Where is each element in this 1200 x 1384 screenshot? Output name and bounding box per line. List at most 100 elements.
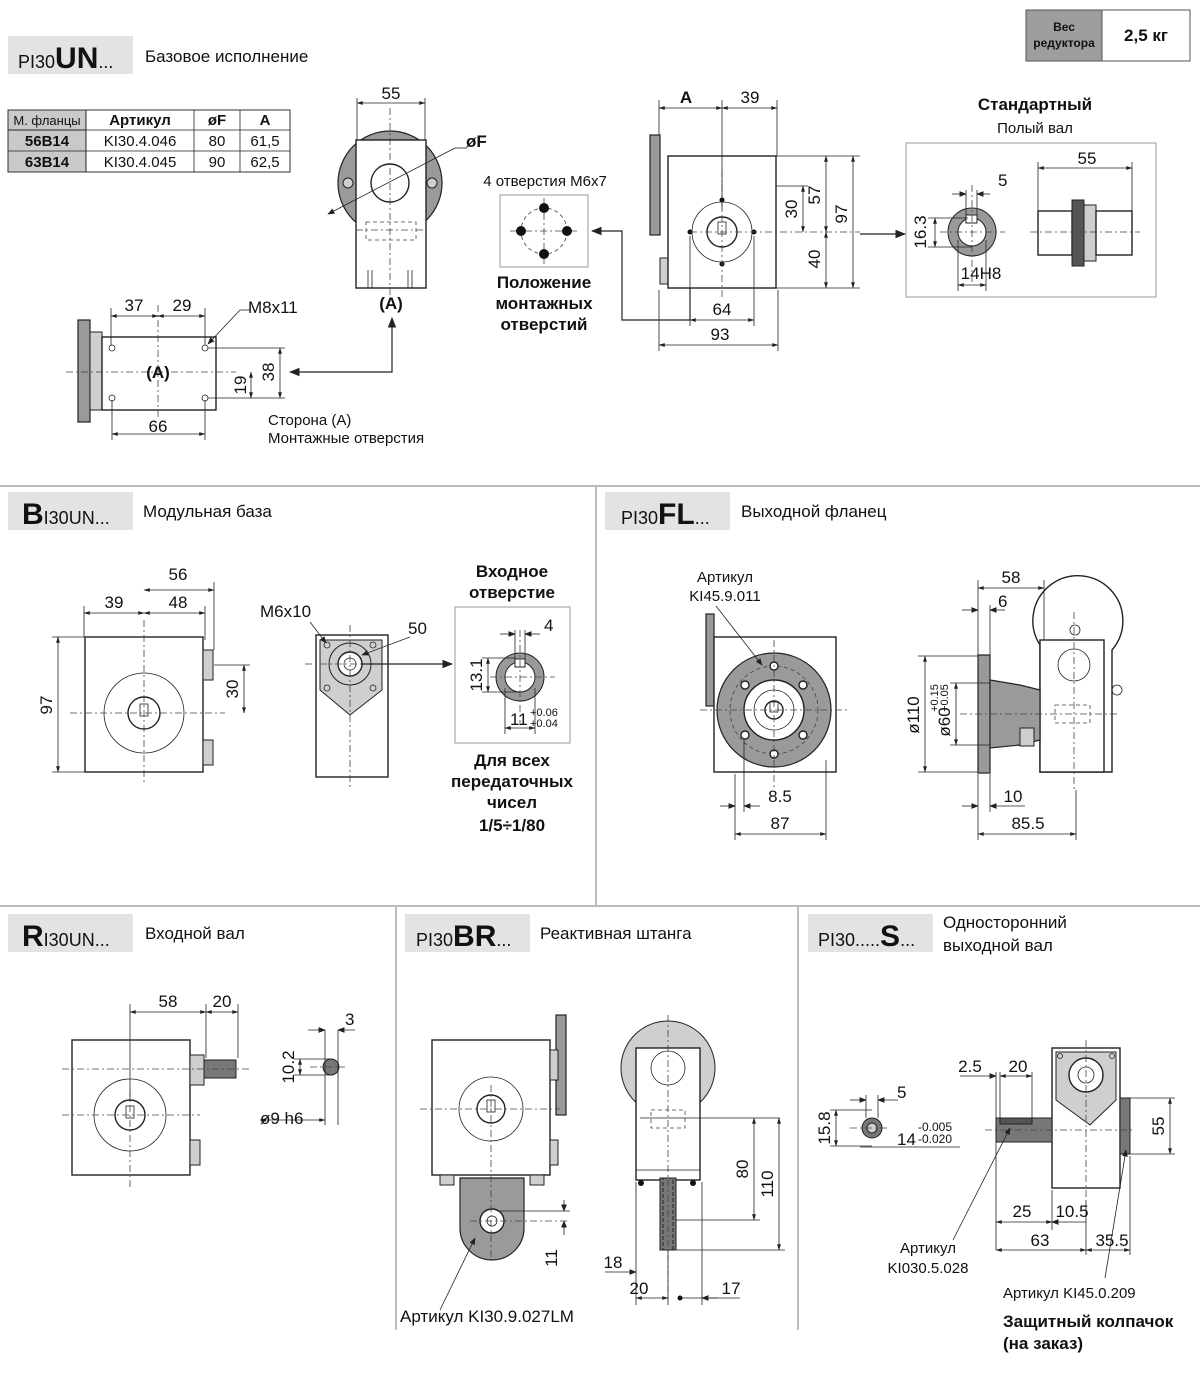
dim-label: 30 bbox=[782, 200, 801, 219]
b-front-view: 39 48 56 97 30 bbox=[37, 565, 250, 785]
section-separators bbox=[0, 485, 1200, 1330]
b-inlet-box: Входное отверстие 13.1 4 11 +0.06 +0.04 … bbox=[451, 562, 574, 835]
dim-label: 63 bbox=[1031, 1231, 1050, 1250]
svg-text:RI30UN...: RI30UN... bbox=[22, 920, 110, 953]
un-side-a-view: (A) 37 29 M8x11 66 19 38 Сторона (A) Мон… bbox=[66, 296, 424, 447]
flange-table: М. фланцы Артикул øF A 56B14 KI30.4.046 … bbox=[7, 109, 291, 173]
table-header: øF bbox=[208, 112, 226, 129]
dim-label: 20 bbox=[1009, 1057, 1028, 1076]
dim-label: 38 bbox=[259, 363, 278, 382]
dim-label: +0.05 bbox=[939, 684, 951, 712]
weight-label-1: Вес bbox=[1053, 20, 1075, 34]
dim-label: 97 bbox=[37, 696, 56, 715]
header-b: BI30UN... Модульная база bbox=[8, 492, 272, 531]
dim-label: 48 bbox=[169, 593, 188, 612]
dim-label: 39 bbox=[741, 88, 760, 107]
dim-label: ø9 h6 bbox=[260, 1109, 303, 1128]
caption: 4 отверстия M6x7 bbox=[483, 173, 607, 190]
r-front-view: 58 20 bbox=[62, 992, 250, 1190]
table-cell: 62,5 bbox=[250, 154, 279, 171]
table-header: М. фланцы bbox=[13, 113, 80, 128]
caption: Монтажные отверстия bbox=[268, 430, 424, 447]
section-title-b: Модульная база bbox=[143, 502, 272, 521]
caption: отверстий bbox=[500, 315, 587, 334]
dim-label: 8.5 bbox=[768, 787, 792, 806]
dim-label: M6x10 bbox=[260, 602, 311, 621]
dim-label: 3 bbox=[345, 1010, 354, 1029]
fl-front-view: Артикул KI45.9.011 8.5 87 bbox=[689, 569, 850, 840]
dim-label: 87 bbox=[771, 814, 790, 833]
dim-label: 66 bbox=[149, 417, 168, 436]
svg-text:PI30FL...: PI30FL... bbox=[621, 498, 710, 531]
dim-label: 57 bbox=[805, 186, 824, 205]
table-cell: 80 bbox=[209, 133, 226, 150]
dim-label: ø110 bbox=[904, 696, 923, 734]
table-cell: 63B14 bbox=[25, 154, 70, 171]
dim-label: 17 bbox=[722, 1279, 741, 1298]
caption: Положение bbox=[497, 273, 591, 292]
dim-label: M8x11 bbox=[248, 298, 298, 317]
dim-label: 4 bbox=[544, 616, 553, 635]
dim-label: 58 bbox=[159, 992, 178, 1011]
dim-label: 110 bbox=[758, 1170, 777, 1197]
dim-label: 14H8 bbox=[961, 264, 1002, 283]
table-header: A bbox=[260, 112, 271, 129]
un-front-view: 55 øF (A) bbox=[327, 84, 487, 313]
caption: 1/5÷1/80 bbox=[479, 816, 545, 835]
s-main-view: 2.5 20 55 25 10.5 63 35.5 Артикул KI030.… bbox=[888, 1040, 1175, 1353]
dim-label: 29 bbox=[173, 296, 192, 315]
caption: Стандартный bbox=[978, 95, 1092, 114]
dim-label: 5 bbox=[998, 171, 1007, 190]
header-br: PI30BR... Реактивная штанга bbox=[405, 914, 692, 953]
dim-label: 80 bbox=[733, 1160, 752, 1179]
dim-label: 97 bbox=[832, 205, 851, 224]
un-holes-position: 4 отверстия M6x7 Положение монтажных отв… bbox=[483, 173, 691, 334]
svg-text:BI30UN...: BI30UN... bbox=[22, 498, 110, 531]
dim-label: 40 bbox=[805, 250, 824, 269]
caption: KI45.9.011 bbox=[689, 588, 760, 605]
dim-label: 14 bbox=[897, 1130, 916, 1149]
br-side-view: 80 110 18 20 17 bbox=[604, 1015, 785, 1305]
dim-label: 15.8 bbox=[815, 1111, 834, 1144]
caption: Артикул KI45.0.209 bbox=[1003, 1285, 1136, 1302]
dim-label: 55 bbox=[1149, 1117, 1168, 1136]
dim-label: 55 bbox=[382, 84, 401, 103]
caption: Для всех bbox=[474, 751, 550, 770]
weight-label-2: редуктора bbox=[1033, 36, 1095, 50]
dim-label: 18 bbox=[604, 1253, 623, 1272]
header-fl: PI30FL... Выходной фланец bbox=[605, 492, 887, 531]
section-title-s-1: Односторонний bbox=[943, 913, 1067, 932]
dim-label: 55 bbox=[1078, 149, 1097, 168]
table-cell: KI30.4.045 bbox=[104, 154, 177, 171]
caption: Полый вал bbox=[997, 120, 1073, 137]
dim-label: -0.005 bbox=[918, 1120, 952, 1134]
dim-label: 30 bbox=[223, 680, 242, 699]
s-shaft-section: 15.8 5 14 -0.005 -0.020 bbox=[815, 1083, 960, 1149]
dim-label: 10.5 bbox=[1055, 1202, 1088, 1221]
dim-label: 10 bbox=[1004, 787, 1023, 806]
caption: Артикул bbox=[697, 569, 753, 586]
dim-label: 5 bbox=[897, 1083, 906, 1102]
caption: (на заказ) bbox=[1003, 1334, 1083, 1353]
caption: передаточных bbox=[451, 772, 574, 791]
un-standard-shaft: Стандартный Полый вал 16.3 5 14H8 55 bbox=[905, 95, 1157, 298]
svg-text:PI30BR...: PI30BR... bbox=[416, 920, 511, 953]
header-un: PI30UN... Базовое исполнение bbox=[8, 36, 308, 75]
view-label: (A) bbox=[146, 363, 170, 382]
br-front-view: 11 Артикул KI30.9.027LM bbox=[400, 1014, 574, 1326]
dim-label: 11 bbox=[510, 710, 528, 729]
dim-label: 16.3 bbox=[911, 215, 930, 248]
dim-label: 19 bbox=[231, 376, 250, 395]
dim-label: 50 bbox=[408, 619, 427, 638]
header-s: PI30.....S... Односторонний выходной вал bbox=[808, 913, 1067, 955]
dim-label: 39 bbox=[105, 593, 124, 612]
caption: монтажных bbox=[495, 294, 593, 313]
dim-label: +0.06 bbox=[530, 707, 558, 719]
dim-label: 56 bbox=[169, 565, 188, 584]
caption: Входное bbox=[476, 562, 548, 581]
b-side-view: M6x10 50 bbox=[260, 602, 454, 790]
dim-label: A bbox=[680, 88, 692, 107]
table-header: Артикул bbox=[109, 112, 171, 129]
dim-label: øF bbox=[466, 132, 487, 151]
